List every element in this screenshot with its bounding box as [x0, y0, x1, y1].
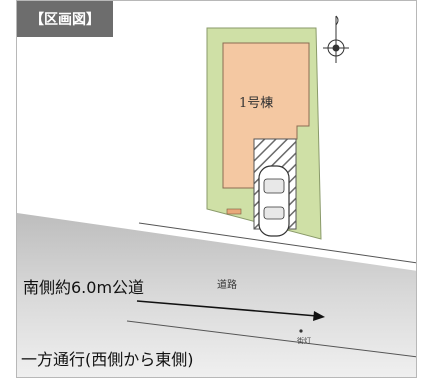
traffic-note: 一方通行(西側から東側) — [21, 350, 194, 369]
page-title: 【区画図】 — [17, 1, 113, 37]
site-plan-frame: 【区画図】 — [16, 0, 417, 378]
car-icon — [258, 165, 290, 237]
road-edge-bottom — [126, 320, 416, 358]
site-plan — [17, 15, 416, 377]
streetlight-icon — [299, 329, 303, 333]
meter-box — [226, 208, 242, 215]
compass-icon — [323, 15, 349, 63]
road-label: 道路 — [217, 280, 237, 291]
streetlight-label: 街灯 — [297, 337, 311, 345]
building-1 — [222, 42, 310, 189]
road-description: 南側約6.0m公道 — [23, 278, 145, 297]
road-edge-top — [138, 222, 416, 264]
building-label: 1号棟 — [239, 96, 274, 111]
road-area — [17, 213, 416, 377]
direction-arrow-icon — [136, 300, 325, 321]
